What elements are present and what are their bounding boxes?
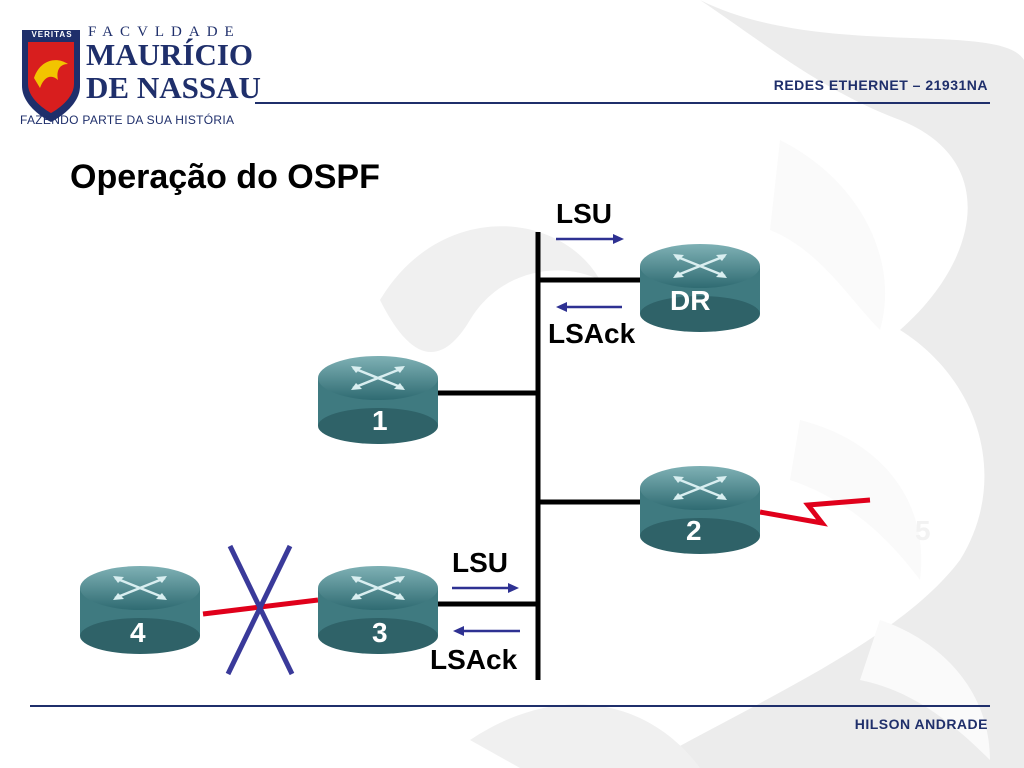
router-4-label: 4	[130, 617, 146, 648]
arrow-lsu-bottom	[452, 583, 519, 593]
watermark-decoration	[380, 0, 1024, 768]
label-lsack-top: LSAck	[548, 318, 636, 349]
wan-link-router-2-5	[759, 497, 871, 527]
router-3-label: 3	[372, 617, 388, 648]
page-title: Operação do OSPF	[70, 158, 380, 196]
router-dr-label: DR	[670, 285, 711, 316]
router-2-label: 2	[686, 515, 702, 546]
crest-text: VERITAS	[31, 30, 73, 39]
brand-name-line2: DE NASSAU	[86, 70, 261, 105]
router-1-label: 1	[372, 405, 388, 436]
crest-logo	[22, 30, 80, 122]
arrow-lsack-bottom	[453, 626, 520, 636]
brand-name-line1: MAURÍCIO	[86, 37, 254, 72]
label-lsu-bottom: LSU	[452, 547, 508, 578]
author-name: HILSON ANDRADE	[854, 716, 988, 732]
router-5-label: 5	[915, 515, 931, 546]
arrow-lsu-top	[556, 234, 624, 244]
course-title: REDES ETHERNET – 21931NA	[773, 77, 988, 93]
failure-x-icon	[225, 544, 295, 676]
label-lsack-bottom: LSAck	[430, 644, 518, 675]
brand-small-text: FACVLDADE	[88, 24, 241, 40]
arrow-lsack-top	[556, 302, 622, 312]
label-lsu-top: LSU	[556, 198, 612, 229]
brand-tagline: FAZENDO PARTE DA SUA HISTÓRIA	[20, 113, 235, 127]
